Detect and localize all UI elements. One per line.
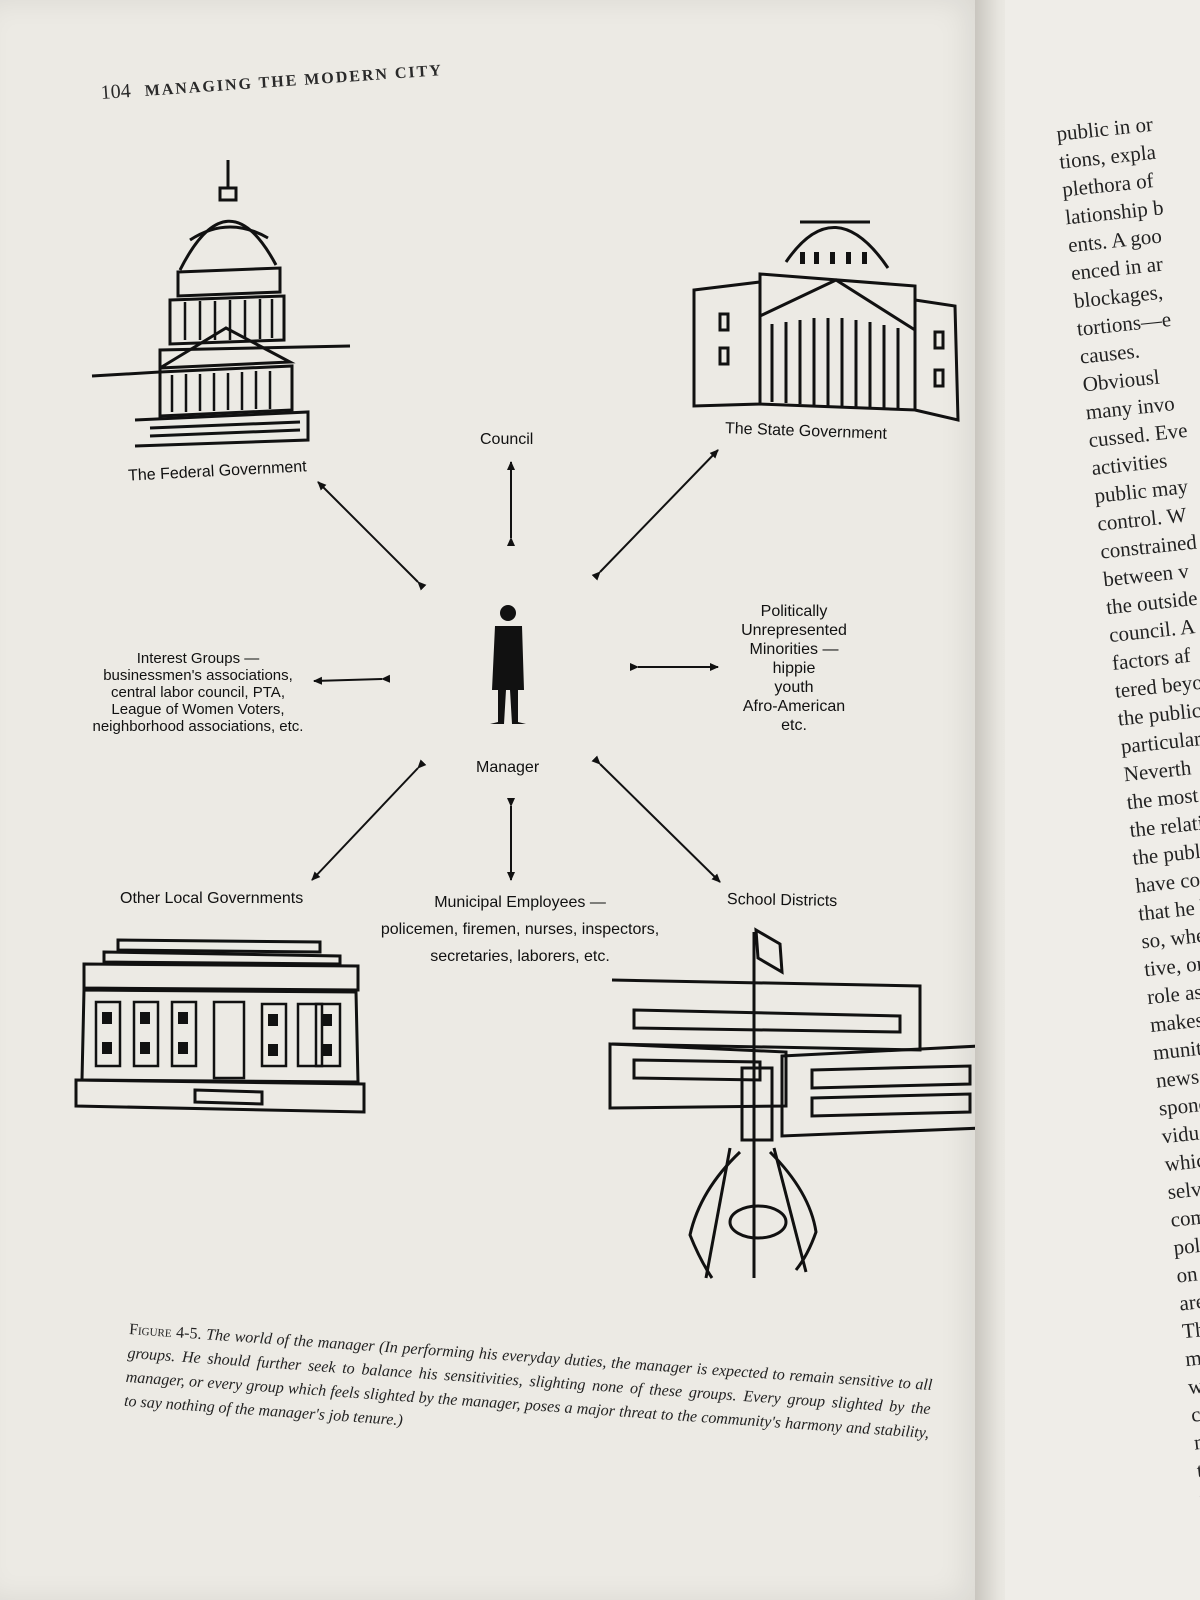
employees-line: policemen, firemen, nurses, inspectors, [380, 921, 660, 938]
right-page [1005, 0, 1200, 1600]
label-other-local-governments: Other Local Governments [120, 890, 304, 907]
diagram-artwork [74, 160, 984, 1279]
label-minorities: Politically Unrepresented Minorities — h… [724, 602, 864, 735]
school-building-icon [608, 927, 984, 1279]
minorities-line: youth [774, 679, 814, 696]
capitol-state-icon [692, 220, 960, 422]
minorities-line: Afro-American [742, 698, 846, 715]
minorities-line: Unrepresented [741, 622, 847, 639]
employees-line: Municipal Employees — [434, 894, 606, 911]
label-municipal-employees: Municipal Employees — policemen, firemen… [350, 889, 690, 970]
label-manager: Manager [476, 759, 540, 776]
label-school-districts: School Districts [726, 891, 838, 910]
arrow-state [591, 449, 719, 581]
minorities-line: hippie [772, 660, 816, 677]
employees-line: secretaries, laborers, etc. [430, 948, 610, 965]
interest-groups-line: businessmen's associations, [103, 667, 293, 684]
label-interest-groups: Interest Groups — businessmen's associat… [78, 650, 318, 735]
manager-figure-icon [490, 605, 526, 724]
local-government-building-icon [74, 938, 366, 1114]
interest-groups-line: central labor council, PTA, [111, 684, 285, 701]
minorities-line: Minorities — [749, 641, 839, 658]
arrow-other-local [311, 759, 427, 881]
arrow-schools [591, 755, 721, 883]
label-council: Council [480, 431, 534, 448]
interest-groups-line: Interest Groups — [136, 650, 260, 667]
caption-label: Figure 4-5. [128, 1320, 203, 1344]
interest-groups-line: League of Women Voters, [111, 701, 285, 718]
minorities-line: Politically [760, 603, 828, 620]
minorities-line: etc. [781, 717, 807, 734]
arrow-federal [317, 481, 427, 591]
arrow-interest [313, 674, 391, 685]
capitol-federal-icon [91, 160, 351, 448]
interest-groups-line: neighborhood associations, etc. [92, 718, 304, 735]
